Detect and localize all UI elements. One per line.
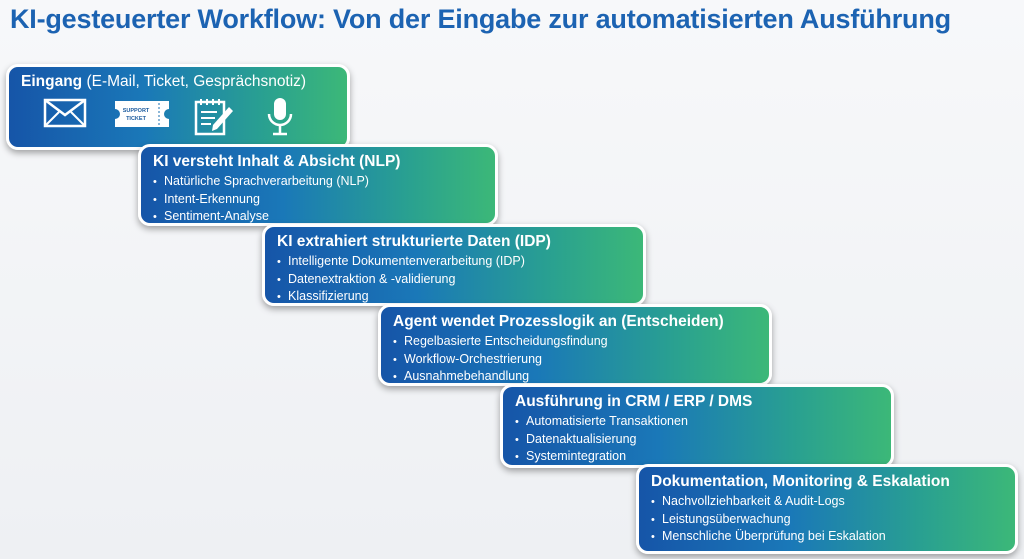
step-title-sub: (E-Mail, Ticket, Gesprächsnotiz) [86,73,307,90]
ticket-text-2: TICKET [126,116,147,122]
bullet-list: Automatisierte Transaktionen Datenaktual… [515,413,879,466]
bullet-item: Workflow-Orchestrierung [393,351,757,369]
bullet-item: Datenaktualisierung [515,431,879,449]
bullet-item: Automatisierte Transaktionen [515,413,879,431]
bullet-item: Systemintegration [515,448,879,466]
step-execution: Ausführung in CRM / ERP / DMS Automatisi… [500,384,894,468]
ticket-text-1: SUPPORT [123,108,150,114]
bullet-list: Regelbasierte Entscheidungsfindung Workf… [393,333,757,386]
step-title: Eingang (E-Mail, Ticket, Gesprächsnotiz) [21,72,335,92]
bullet-item: Regelbasierte Entscheidungsfindung [393,333,757,351]
step-nlp: KI versteht Inhalt & Absicht (NLP) Natür… [138,144,498,226]
bullet-item: Intelligente Dokumentenverarbeitung (IDP… [277,253,631,271]
step-title: Ausführung in CRM / ERP / DMS [515,393,753,410]
step-title-main: Eingang [21,73,83,90]
bullet-item: Natürliche Sprachverarbeitung (NLP) [153,173,483,191]
envelope-icon [43,98,87,128]
step-monitoring: Dokumentation, Monitoring & Eskalation N… [636,464,1018,554]
bullet-item: Ausnahmebehandlung [393,368,757,386]
bullet-item: Klassifizierung [277,288,631,306]
step-title: Dokumentation, Monitoring & Eskalation [651,473,950,490]
bullet-item: Intent-Erkennung [153,191,483,209]
microphone-icon [267,98,293,136]
step-decision: Agent wendet Prozesslogik an (Entscheide… [378,304,772,386]
bullet-item: Nachvollziehbarkeit & Audit-Logs [651,493,1003,511]
step-title: KI extrahiert strukturierte Daten (IDP) [277,233,551,250]
step-title: KI versteht Inhalt & Absicht (NLP) [153,153,401,170]
step-idp: KI extrahiert strukturierte Daten (IDP) … [262,224,646,306]
bullet-list: Natürliche Sprachverarbeitung (NLP) Inte… [153,173,483,226]
bullet-item: Leistungsüberwachung [651,511,1003,529]
bullet-list: Nachvollziehbarkeit & Audit-Logs Leistun… [651,493,1003,546]
notepad-pencil-icon [194,99,233,136]
support-ticket-icon: SUPPORT TICKET [115,101,169,127]
page-title: KI-gesteuerter Workflow: Von der Eingabe… [10,4,951,34]
step-input: Eingang (E-Mail, Ticket, Gesprächsnotiz)… [6,64,350,150]
bullet-list: Intelligente Dokumentenverarbeitung (IDP… [277,253,631,306]
bullet-item: Sentiment-Analyse [153,208,483,226]
bullet-item: Menschliche Überprüfung bei Eskalation [651,528,1003,546]
step-title: Agent wendet Prozesslogik an (Entscheide… [393,313,724,330]
bullet-item: Datenextraktion & -validierung [277,271,631,289]
